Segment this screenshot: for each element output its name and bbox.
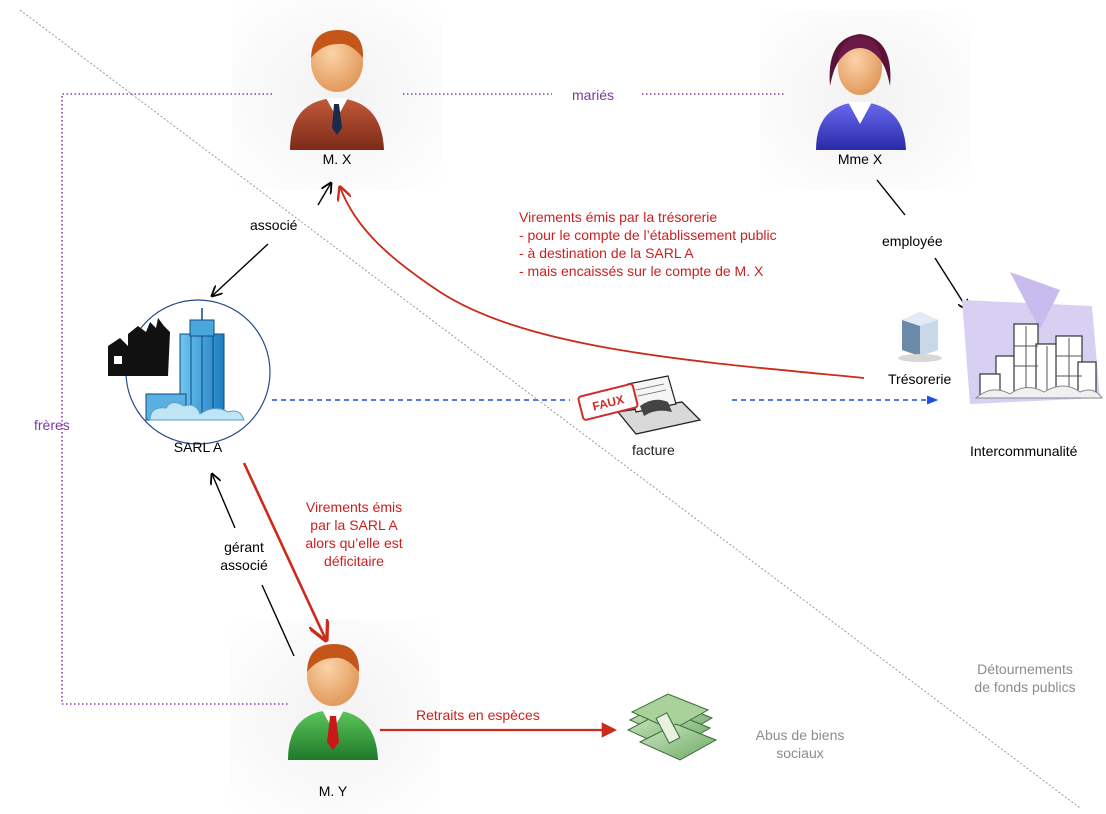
virements-tresorerie-line: - à destination de la SARL A [519, 245, 694, 261]
mmex-person-icon [816, 34, 906, 150]
virements-sarl-arrow [242, 462, 326, 640]
gerant-arrow-upper [212, 474, 236, 529]
facture-label: facture [632, 442, 675, 458]
freres-label: frères [34, 417, 70, 433]
abus-zone-label: Abus de biens sociaux [740, 726, 860, 762]
abus-line: Abus de biens [755, 727, 845, 743]
sarl-building-icon [108, 299, 271, 445]
virements-sarl-line: par la SARL A [310, 517, 398, 533]
zone-separator [19, 9, 1081, 809]
maries-label: mariés [572, 87, 615, 103]
intercommunalite-label: Intercommunalité [970, 443, 1078, 459]
my-person-icon [288, 644, 378, 760]
tresorerie-building-icon [898, 312, 942, 362]
employee-line-upper [876, 179, 906, 216]
retraits-label: Retraits en espèces [416, 707, 540, 723]
mx-label: M. X [322, 151, 352, 167]
virements-sarl-line: déficitaire [324, 553, 384, 569]
facture-fax-icon [616, 375, 702, 435]
mmex-label: Mme X [837, 151, 883, 167]
virements-sarl-text: Virements émis par la SARL A alors qu’el… [284, 498, 424, 570]
abus-line: sociaux [776, 745, 824, 761]
detournements-line: de fonds publics [974, 679, 1076, 695]
my-label: M. Y [318, 783, 348, 799]
cash-stack-icon [626, 693, 718, 761]
associe-label: associé [250, 217, 298, 233]
associe-arrow-lower [212, 243, 269, 296]
virements-tresorerie-line: Virements émis par la trésorerie [519, 209, 718, 225]
freres-line [61, 93, 290, 705]
virements-tresorerie-text: Virements émis par la trésorerie - pour … [519, 208, 777, 280]
sarl-label: SARL A [173, 439, 223, 455]
virements-sarl-line: Virements émis [305, 499, 403, 515]
associe-arrow-upper [317, 183, 331, 206]
virements-tresorerie-arrow [340, 187, 865, 379]
detournements-line: Détournements [977, 661, 1073, 677]
mx-person-icon [290, 30, 384, 150]
gerant-line-lower [261, 584, 295, 657]
virements-sarl-line: alors qu’elle est [305, 535, 403, 551]
intercommunalite-city-icon [962, 272, 1103, 404]
gerant-label-line2: associé [220, 557, 268, 573]
detournements-zone-label: Détournements de fonds publics [950, 660, 1100, 696]
employee-label: employée [882, 233, 943, 249]
virements-tresorerie-line: - mais encaissés sur le compte de M. X [519, 263, 764, 279]
gerant-label-line1: gérant [224, 539, 264, 555]
virements-tresorerie-line: - pour le compte de l’établissement publ… [519, 227, 777, 243]
faux-stamp: FAUX [577, 383, 639, 421]
tresorerie-label: Trésorerie [888, 371, 952, 387]
